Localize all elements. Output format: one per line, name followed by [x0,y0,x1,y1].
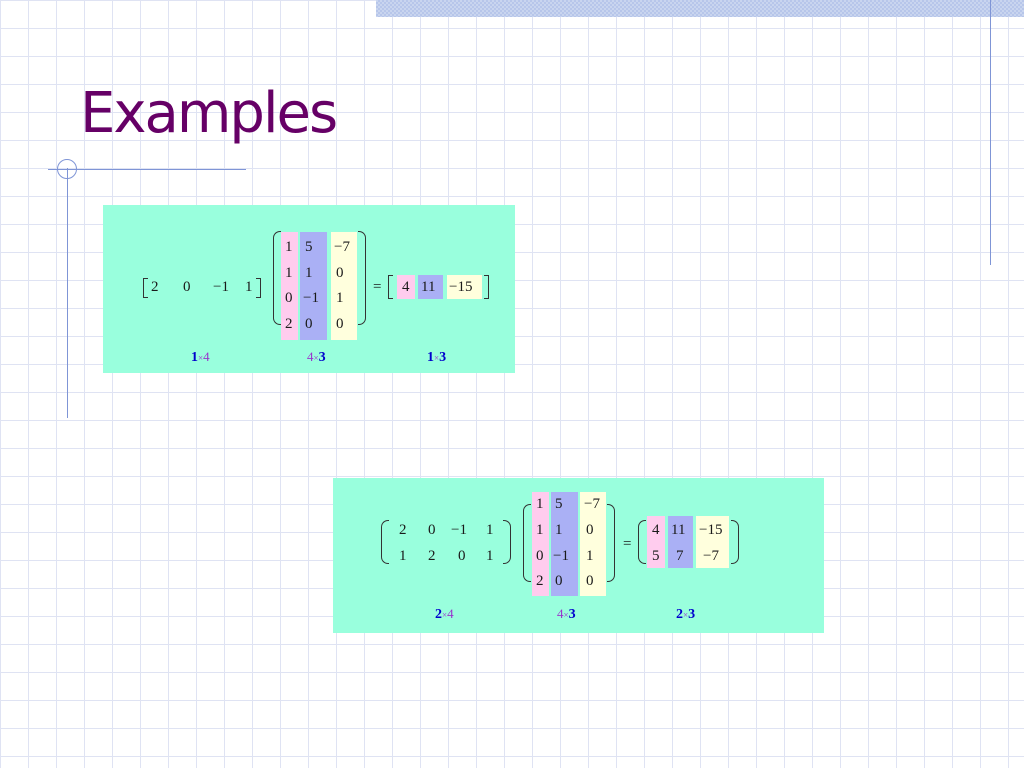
corner-circle-ornament [57,159,77,179]
matrix-cell: 0 [586,573,594,589]
title-underline [48,169,246,170]
matrix-cell: 0 [305,316,313,332]
matrix-cell: 0 [555,573,563,589]
result-right-paren [731,520,739,564]
result-cell: 5 [652,548,660,564]
dimension-label-matrix: 4×3 [307,349,326,365]
dimension-label-result: 1×3 [427,350,447,365]
left-matrix-cell: 2 [399,522,407,538]
matrix-cell: 1 [285,239,293,255]
matrix-cell: 1 [586,548,594,564]
dimension-label-left-matrix: 2×4 [435,606,454,622]
matrix-cell: 5 [555,496,563,512]
left-matrix-cell: 1 [486,548,494,564]
left-matrix-cell: 0 [458,548,466,564]
matrix-cell: −7 [334,239,350,255]
left-matrix-left-paren [381,520,389,564]
result-entry: 4 [402,279,410,295]
matrix-cell: 2 [285,316,293,332]
matrix-left-paren [523,504,531,582]
matrix-cell: 1 [536,496,544,512]
matrix-column3-highlight [331,232,357,340]
result-cell: −15 [699,522,723,538]
left-matrix-cell: −1 [451,522,467,538]
result-cell: 7 [676,548,684,564]
left-matrix-right-paren [503,520,511,564]
matrix-column2-highlight [300,232,327,340]
equals-sign: = [373,279,382,295]
left-matrix-cell: 1 [486,522,494,538]
result-column2-highlight [418,275,443,299]
result-cell: −7 [703,548,719,564]
example2-panel: 2 0 −1 1 1 2 0 1 1 1 0 2 5 1 −1 0 −7 0 1… [333,478,824,633]
left-decorative-line [67,168,68,418]
matrix-cell: 0 [586,522,594,538]
matrix-right-paren [607,504,615,582]
matrix-cell: 0 [536,548,544,564]
matrix-cell: −7 [584,496,600,512]
matrix-cell: 1 [555,522,563,538]
matrix-cell: 1 [285,265,293,281]
result-column2-highlight [668,516,693,568]
matrix-column2-highlight [551,492,578,596]
result-column1-highlight [397,275,415,299]
matrix-cell: 5 [305,239,313,255]
dimension-label-result: 2×3 [676,607,696,622]
matrix-left-paren [273,231,281,325]
result-cell: 11 [671,522,686,538]
matrix-cell: 2 [536,573,544,589]
result-right-bracket [484,275,489,299]
matrix-cell: 0 [336,316,344,332]
left-matrix-cell: 1 [399,548,407,564]
matrix-cell: −1 [303,290,319,306]
example1-panel: 2 0 −1 1 1 1 0 2 5 1 −1 0 −7 0 1 0 = 4 1… [103,205,515,373]
matrix-cell: 0 [285,290,293,306]
top-decorative-band [376,0,1024,17]
matrix-cell: 1 [305,265,313,281]
result-column1-highlight [647,516,665,568]
row-vector-left-bracket [143,278,148,298]
matrix-column1-highlight [281,232,298,340]
left-matrix-cell: 0 [428,522,436,538]
matrix-cell: 1 [536,522,544,538]
matrix-column1-highlight [532,492,549,596]
matrix-right-paren [358,231,366,325]
row-vector-entry: 1 [245,279,253,295]
result-cell: 4 [652,522,660,538]
matrix-cell: −1 [553,548,569,564]
matrix-cell: 1 [336,290,344,306]
row-vector-entry: −1 [213,279,229,295]
result-left-bracket [388,275,393,299]
matrix-cell: 0 [336,265,344,281]
matrix-column3-highlight [580,492,606,596]
result-column3-highlight [447,275,482,299]
left-matrix-cell: 2 [428,548,436,564]
result-column3-highlight [696,516,729,568]
dimension-label-row-vector: 1×4 [191,349,210,365]
slide-title: Examples [80,81,338,146]
row-vector-right-bracket [256,278,261,298]
result-entry: 11 [421,279,436,295]
row-vector-entry: 2 [151,279,159,295]
result-entry: −15 [449,279,473,295]
equals-sign: = [623,536,632,552]
result-left-paren [638,520,646,564]
dimension-label-matrix: 4×3 [557,606,576,622]
row-vector-entry: 0 [183,279,191,295]
right-decorative-line [990,0,991,265]
